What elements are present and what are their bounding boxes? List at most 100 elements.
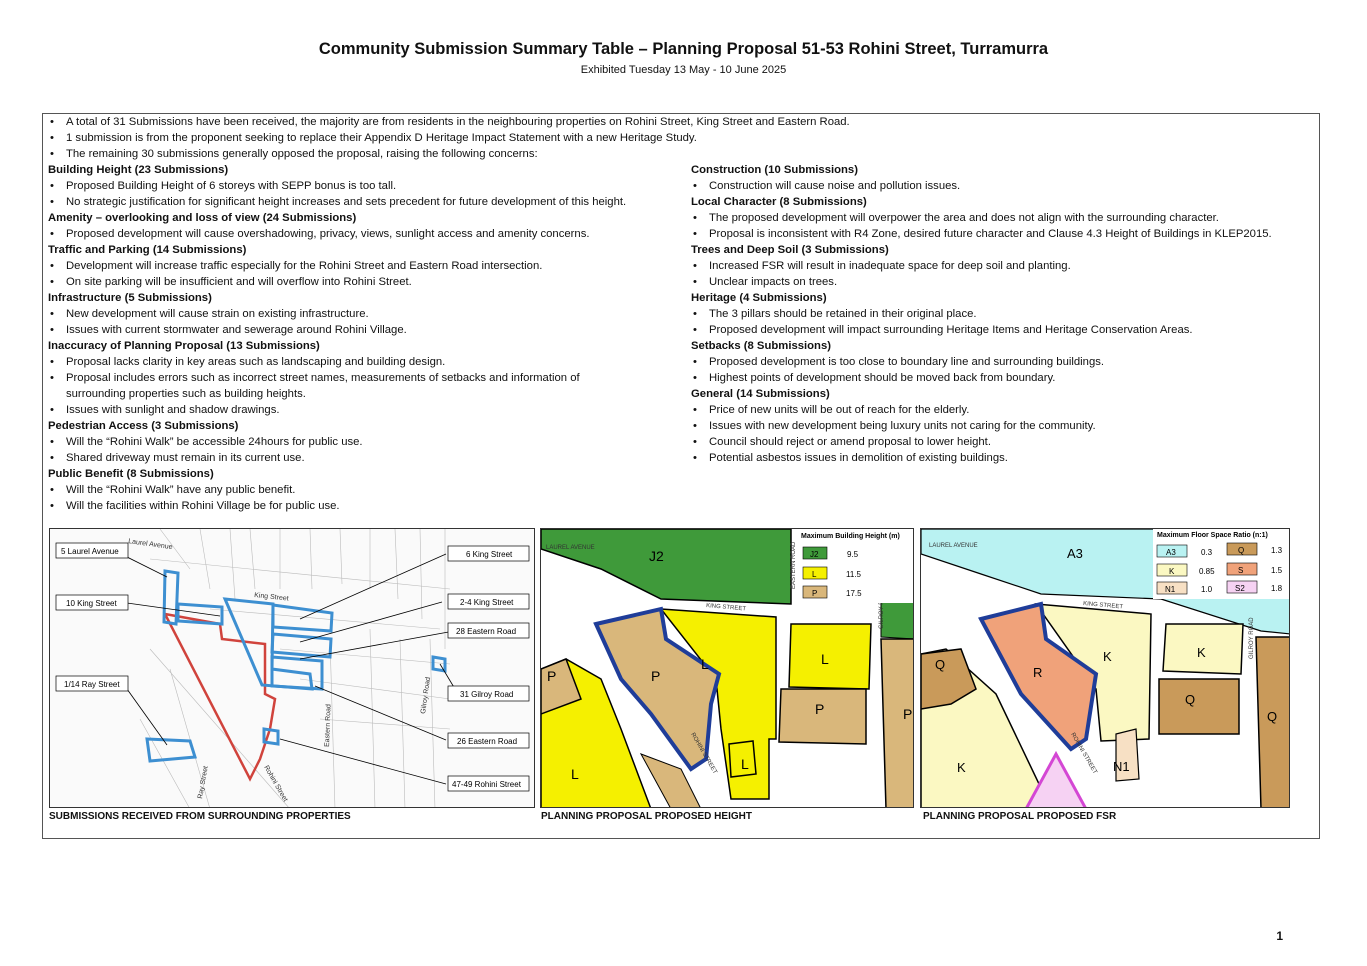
section-heading: Traffic and Parking (14 Submissions)	[48, 244, 247, 256]
callout-label: 28 Eastern Road	[456, 627, 516, 636]
callout-label: 5 Laurel Avenue	[61, 547, 119, 556]
list-item: Will the “Rohini Walk” have any public b…	[48, 482, 688, 498]
cadastre-lines	[139, 529, 451, 807]
zone-labels: J2 P L P L L P P L	[547, 548, 912, 782]
subject-site-outline	[978, 601, 1099, 752]
street-label: LAUREL AVENUE	[929, 543, 978, 549]
zone-label: L	[821, 651, 829, 667]
page-title: Community Submission Summary Table – Pla…	[318, 40, 1049, 58]
zone-label: P	[815, 701, 824, 717]
street-label: EASTERN ROAD	[791, 541, 797, 589]
list-item: Unclear impacts on trees.	[691, 274, 1316, 290]
list-item: The proposed development will overpower …	[691, 210, 1316, 226]
zone-label: R	[1033, 665, 1042, 680]
section-heading: Pedestrian Access (3 Submissions)	[48, 420, 239, 432]
list-item: New development will cause strain on exi…	[48, 306, 688, 322]
list-item: Increased FSR will result in inadequate …	[691, 258, 1316, 274]
section-heading: Building Height (23 Submissions)	[48, 164, 229, 176]
zone-label: P	[903, 706, 912, 722]
list-item: Issues with new development being luxury…	[691, 418, 1316, 434]
list-item: Proposed development is too close to bou…	[691, 354, 1316, 370]
legend-code: N1	[1165, 585, 1176, 594]
legend-value: 0.85	[1199, 567, 1215, 576]
section-building-height: Building Height (23 Submissions) Propose…	[48, 162, 688, 210]
section-amenity: Amenity – overlooking and loss of view (…	[48, 210, 688, 242]
submissions-map-svg: Laurel Avenue King Street Eastern Road G…	[55, 529, 530, 807]
section-public-benefit: Public Benefit (8 Submissions) Will the …	[48, 466, 688, 514]
zone-label: N1	[1113, 759, 1130, 774]
street-label: Laurel Avenue	[128, 538, 173, 551]
subject-site-outline	[162, 612, 277, 782]
list-item: Proposed development will cause overshad…	[48, 226, 688, 242]
section-inaccuracy: Inaccuracy of Planning Proposal (13 Subm…	[48, 338, 688, 418]
legend-code: S2	[1235, 584, 1245, 593]
zone-label: Q	[935, 657, 945, 672]
street-label: Eastern Road	[324, 704, 332, 747]
fsr-map: A3 R K K Q Q Q K N1 Q LAUREL AVENUE KING…	[920, 528, 1290, 808]
legend-value: 9.5	[847, 550, 859, 559]
street-label: GILROY ROAD	[1249, 617, 1255, 659]
section-heritage: Heritage (4 Submissions) The 3 pillars s…	[691, 290, 1316, 338]
street-label: Gilroy Road	[420, 677, 432, 715]
zone-label: Q	[1185, 692, 1195, 707]
street-label: GILROY ROAD	[879, 587, 885, 629]
address-callouts: 5 Laurel Avenue 10 King Street 1/14 Ray …	[55, 542, 530, 792]
zone-label: L	[741, 756, 749, 772]
street-label: King Street	[254, 592, 289, 603]
section-setbacks: Setbacks (8 Submissions) Proposed develo…	[691, 338, 1316, 386]
zone-label: K	[1197, 645, 1206, 660]
legend-code: K	[1169, 567, 1175, 576]
zone-labels: A3 R K K Q Q Q K N1 Q	[935, 546, 1277, 775]
callout-label: 26 Eastern Road	[457, 737, 517, 746]
height-legend-title: Maximum Building Height (m)	[801, 533, 900, 540]
legend-code: Q	[1238, 546, 1244, 555]
zone-label: P	[547, 668, 556, 684]
zone-j2-area	[541, 529, 792, 605]
list-item: Shared driveway must remain in its curre…	[48, 450, 688, 466]
fsr-legend-title: Maximum Floor Space Ratio (n:1)	[1157, 532, 1268, 539]
legend-value: 1.0	[1201, 585, 1213, 594]
legend-value: 1.3	[1271, 546, 1283, 555]
height-map-svg: J2 P L P L L P P L LAUREL AVENUE KING ST…	[541, 529, 913, 807]
list-item: Issues with sunlight and shadow drawings…	[48, 402, 688, 418]
section-heading: General (14 Submissions)	[691, 388, 830, 400]
intro-list: A total of 31 Submissions have been rece…	[48, 114, 850, 162]
legend-code: P	[812, 589, 817, 598]
list-item: Proposed development will impact surroun…	[691, 322, 1316, 338]
section-heading: Trees and Deep Soil (3 Submissions)	[691, 244, 889, 256]
list-item: Council should reject or amend proposal …	[691, 434, 1316, 450]
page-number: 1	[1276, 929, 1283, 943]
list-item: Proposal lacks clarity in key areas such…	[48, 354, 688, 370]
section-local-character: Local Character (8 Submissions) The prop…	[691, 194, 1316, 242]
street-label: KING STREET	[1083, 601, 1124, 610]
list-item: Will the “Rohini Walk” be accessible 24h…	[48, 434, 688, 450]
callout-label: 2-4 King Street	[460, 598, 514, 607]
section-heading: Setbacks (8 Submissions)	[691, 340, 832, 352]
height-map: J2 P L P L L P P L LAUREL AVENUE KING ST…	[540, 528, 914, 808]
zone-label: K	[957, 760, 966, 775]
callout-label: 31 Gilroy Road	[460, 690, 513, 699]
list-item: Potential asbestos issues in demolition …	[691, 450, 1316, 466]
map2-caption: PLANNING PROPOSAL PROPOSED HEIGHT	[541, 811, 752, 822]
zone-label: A3	[1067, 546, 1083, 561]
subject-site-outline	[593, 606, 722, 772]
intro-item: A total of 31 Submissions have been rece…	[48, 114, 1316, 130]
list-item: Highest points of development should be …	[691, 370, 1316, 386]
legend-value: 1.5	[1271, 566, 1283, 575]
section-general: General (14 Submissions) Price of new un…	[691, 386, 1316, 466]
height-legend: J2 9.5 L 11.5 P 17.5	[802, 546, 862, 599]
street-label: KING STREET	[706, 603, 747, 612]
zone-label: P	[651, 668, 660, 684]
fsr-legend: A3 0.3 K 0.85 N1 1.0 Q 1.3 S 1.5 S2 1.8	[1156, 542, 1283, 595]
list-item: Will the facilities within Rohini Villag…	[48, 498, 688, 514]
list-item: The 3 pillars should be retained in thei…	[691, 306, 1316, 322]
page-subtitle: Exhibited Tuesday 13 May - 10 June 2025	[580, 64, 787, 76]
list-item: Proposal is inconsistent with R4 Zone, d…	[691, 226, 1316, 242]
street-label: LAUREL AVENUE	[546, 545, 595, 551]
map1-caption: SUBMISSIONS RECEIVED FROM SURROUNDING PR…	[49, 811, 351, 822]
callout-label: 10 King Street	[66, 599, 117, 608]
section-heading: Infrastructure (5 Submissions)	[48, 292, 212, 304]
section-trees: Trees and Deep Soil (3 Submissions) Incr…	[691, 242, 1316, 290]
section-pedestrian: Pedestrian Access (3 Submissions) Will t…	[48, 418, 688, 466]
section-heading: Construction (10 Submissions)	[691, 164, 858, 176]
